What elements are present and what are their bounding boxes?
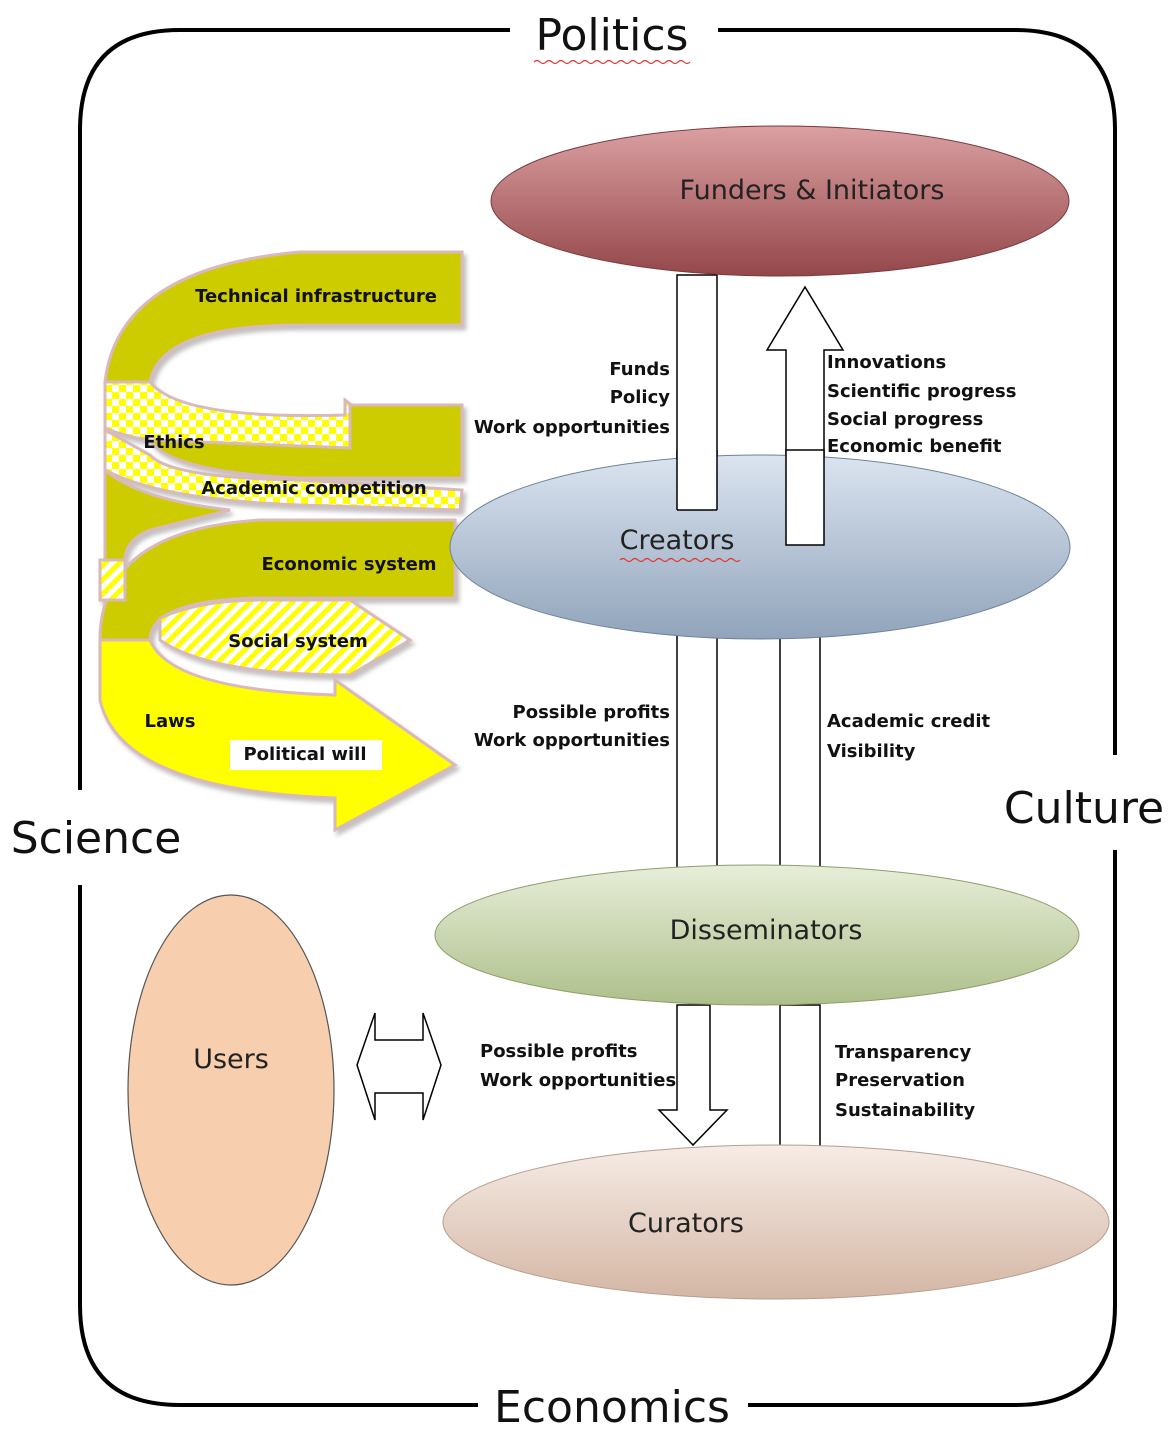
flow-label: Transparency	[835, 1042, 971, 1063]
spellcheck-underline	[533, 59, 691, 65]
flow-label: Social progress	[827, 409, 983, 430]
node-users: Users	[127, 894, 335, 1286]
flow-label: Possible profits	[513, 702, 670, 723]
flow-label: Preservation	[835, 1070, 965, 1091]
node-label-funders: Funders & Initiators	[680, 175, 945, 206]
node-label-disseminators: Disseminators	[670, 915, 863, 946]
flow-label: Work opportunities	[474, 730, 670, 751]
arrow-funders-to-creators-overlay	[677, 450, 717, 510]
frame-label-economics: Economics	[494, 1382, 730, 1429]
flow-labels-funders-to-creators: Funds Policy Work opportunities	[474, 359, 670, 438]
flow-labels-creators-to-funders: Innovations Scientific progress Social p…	[827, 352, 1016, 457]
flow-label: Work opportunities	[474, 417, 670, 438]
arrow-users-bidirectional	[356, 1012, 442, 1121]
flow-label: Possible profits	[480, 1041, 637, 1062]
flow-labels-disseminators-to-creators: Possible profits Work opportunities	[474, 702, 670, 751]
flow-labels-disseminators-to-curators: Possible profits Work opportunities	[480, 1041, 676, 1091]
arrow-creators-to-funders-overlay	[785, 449, 825, 546]
node-disseminators: Disseminators	[434, 864, 1080, 1006]
label-political-will: Political will	[243, 744, 366, 765]
label-academic-competition: Academic competition	[201, 478, 426, 499]
flow-labels-curators-to-disseminators: Transparency Preservation Sustainability	[835, 1042, 975, 1121]
frame-label-culture: Culture	[1004, 783, 1164, 834]
frame-label-politics: Politics	[536, 10, 689, 61]
flow-labels-creators-to-disseminators: Academic credit Visibility	[827, 711, 991, 762]
node-label-users: Users	[193, 1044, 269, 1075]
node-curators: Curators	[442, 1144, 1110, 1300]
flow-label: Visibility	[827, 741, 916, 762]
band-technical-infrastructure	[103, 250, 464, 384]
arrow-disseminators-to-creators	[676, 634, 718, 901]
political-will-label-bg	[230, 740, 382, 770]
flow-label: Scientific progress	[827, 381, 1016, 402]
influence-spiral	[98, 250, 464, 833]
label-economic-system: Economic system	[261, 554, 436, 575]
band-political-will	[98, 638, 458, 833]
spellcheck-underline	[619, 557, 741, 563]
arrow-curators-to-disseminators	[779, 1004, 821, 1151]
label-ethics: Ethics	[143, 432, 204, 453]
flow-label: Policy	[610, 387, 671, 408]
flow-label: Funds	[609, 359, 670, 380]
frame-label-science: Science	[11, 813, 182, 864]
flow-label: Innovations	[827, 352, 946, 373]
flow-label: Academic credit	[827, 711, 991, 732]
band-academic-competition-pattern	[103, 427, 464, 512]
node-funders: Funders & Initiators	[490, 125, 1070, 277]
arrow-disseminators-to-curators	[657, 1004, 729, 1147]
node-label-creators: Creators	[620, 525, 735, 556]
flow-arrows-overlay	[676, 449, 825, 546]
context-frame	[78, 28, 1117, 1407]
band-social-system	[98, 558, 413, 677]
band-curl-upper	[103, 466, 231, 562]
node-creators	[449, 454, 1071, 640]
arrow-creators-to-disseminators	[779, 634, 821, 901]
flow-label: Work opportunities	[480, 1070, 676, 1091]
band-academic-competition	[147, 403, 464, 480]
flow-label: Economic benefit	[827, 436, 1002, 457]
label-social-system: Social system	[228, 631, 367, 652]
label-technical-infrastructure: Technical infrastructure	[195, 286, 437, 307]
node-label-curators: Curators	[628, 1208, 744, 1239]
label-laws: Laws	[145, 711, 196, 732]
flow-label: Sustainability	[835, 1100, 975, 1121]
